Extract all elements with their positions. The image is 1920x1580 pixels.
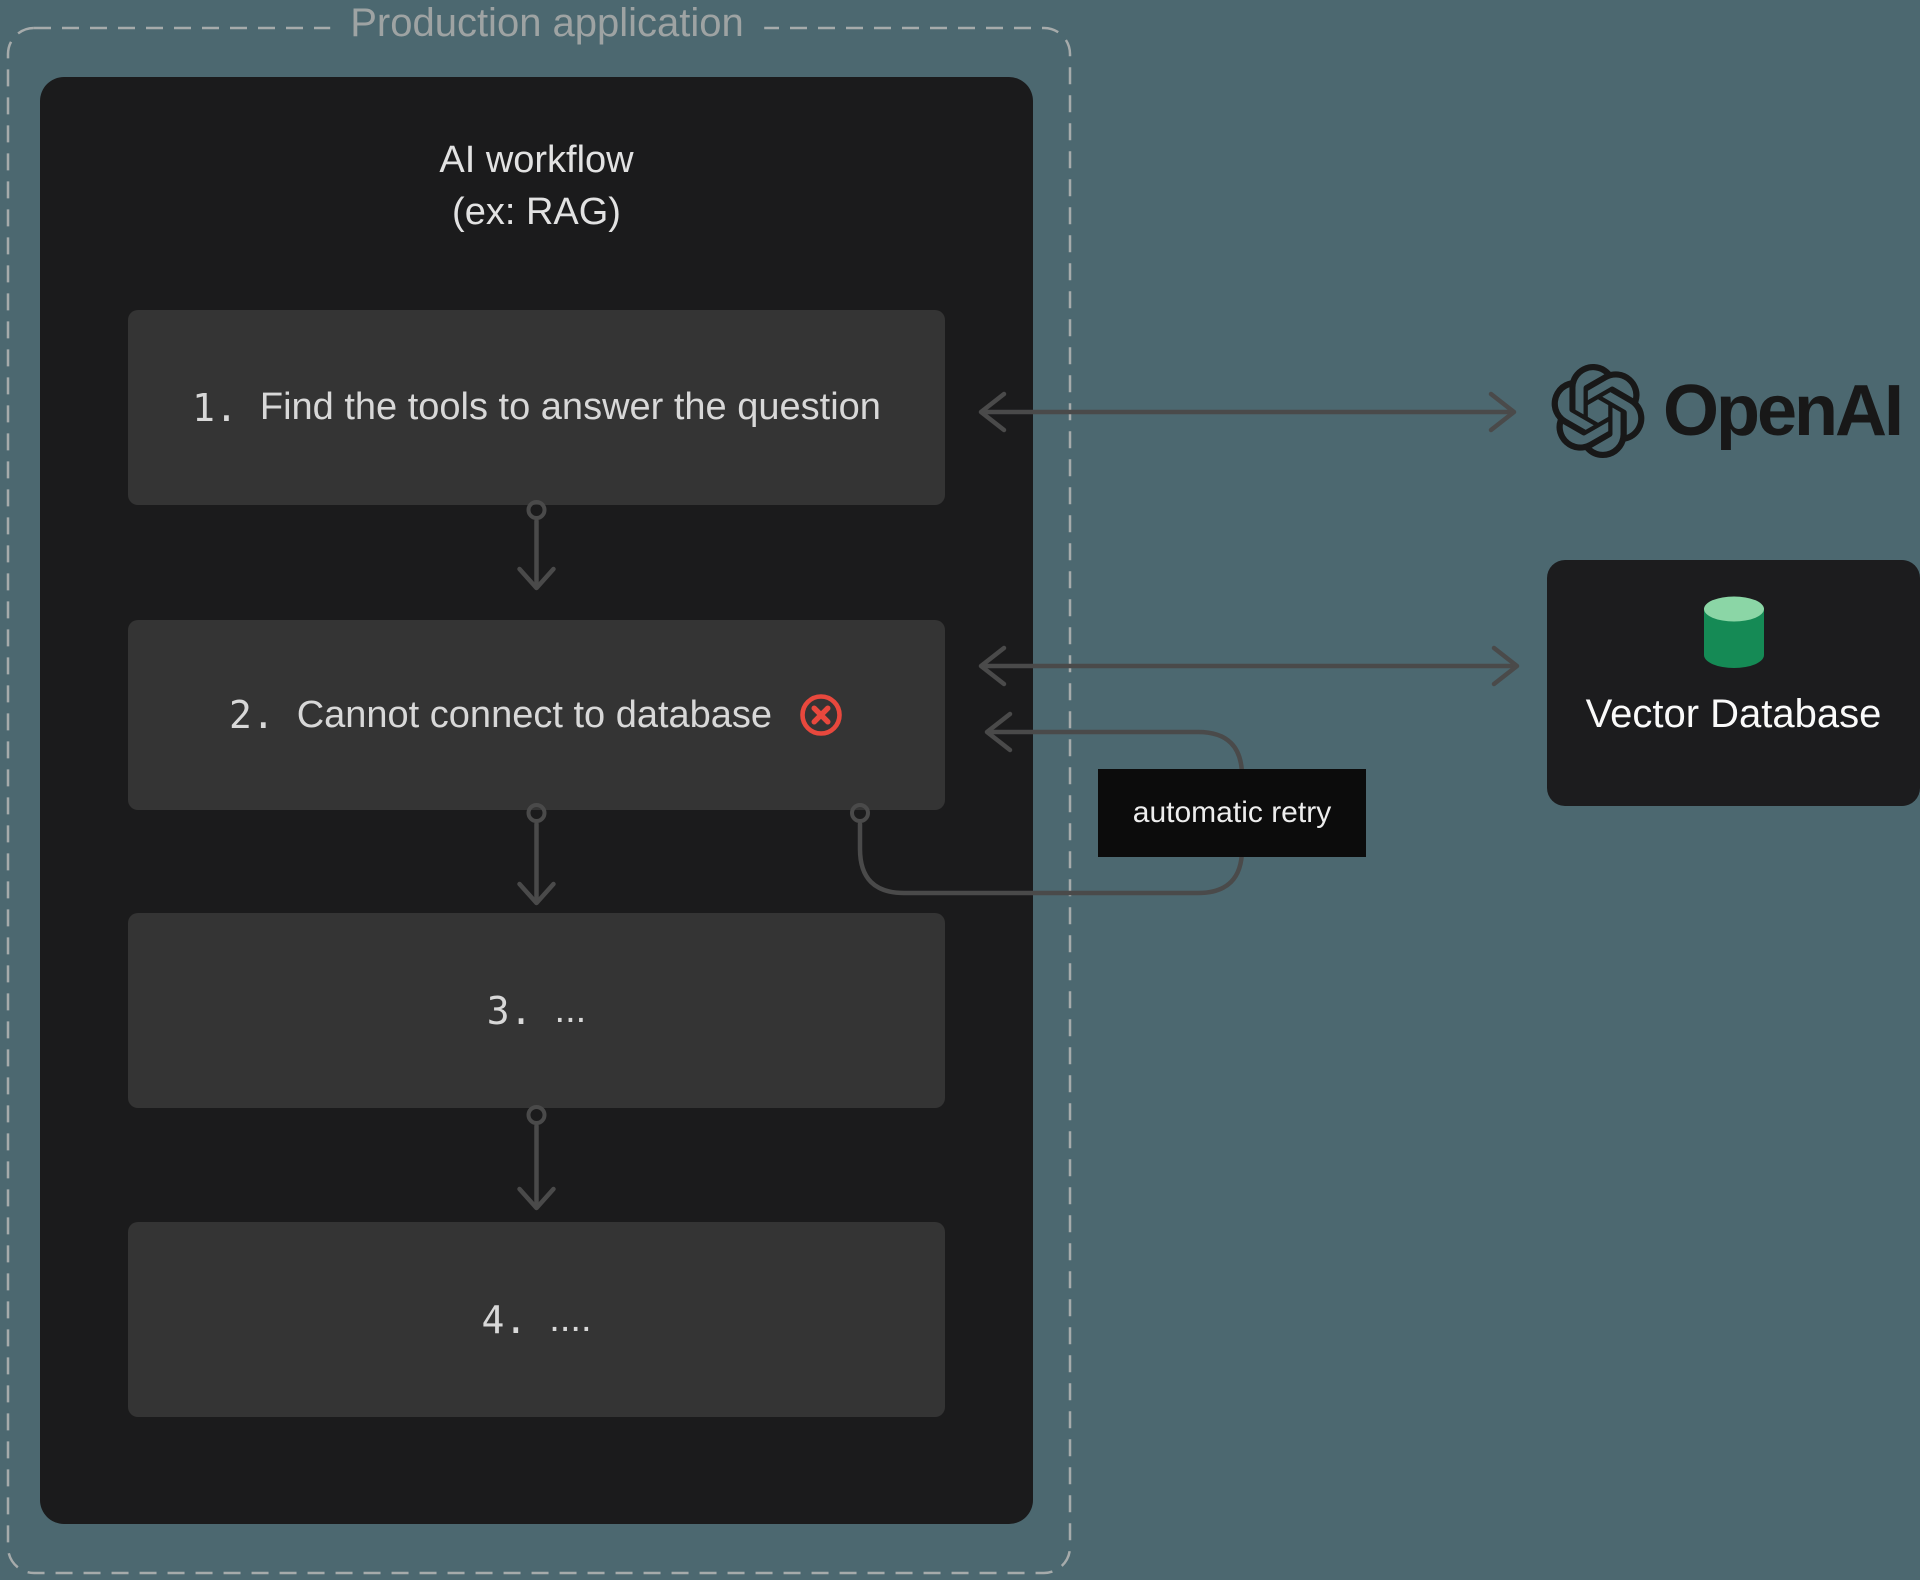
step-4-number: 4.	[481, 1297, 528, 1342]
step-2-number: 2.	[228, 693, 275, 737]
production-application-label: Production application	[330, 0, 764, 46]
bidirectional-arrow-vectordb	[978, 645, 1520, 687]
workflow-step-2: 2. Cannot connect to database	[128, 620, 945, 810]
openai-mark-icon	[1551, 364, 1645, 458]
openai-logo: OpenAI	[1551, 363, 1904, 459]
step-2-text: Cannot connect to database	[296, 693, 773, 736]
step-1-text: Find the tools to answer the question	[259, 386, 881, 428]
workflow-step-1: 1. Find the tools to answer the question	[128, 310, 945, 505]
automatic-retry-label: automatic retry	[1098, 769, 1366, 857]
workflow-step-4: 4. ....	[128, 1222, 945, 1417]
step-3-number: 3.	[486, 988, 533, 1033]
step-1-number: 1.	[192, 385, 238, 430]
step-4-text: ....	[549, 1298, 592, 1340]
error-circle-x-icon	[800, 694, 842, 736]
ai-workflow-title: AI workflow (ex: RAG)	[40, 134, 1033, 238]
step-3-text: ...	[554, 989, 587, 1031]
database-cylinder-icon	[1703, 596, 1764, 668]
bidirectional-arrow-openai	[978, 391, 1517, 433]
workflow-step-3: 3. ...	[128, 913, 945, 1108]
ai-workflow-title-line1: AI workflow	[439, 139, 634, 181]
ai-workflow-title-line2: (ex: RAG)	[452, 191, 621, 233]
openai-wordmark: OpenAI	[1663, 371, 1904, 451]
vector-database-label: Vector Database	[1585, 692, 1882, 736]
vector-database-card: Vector Database	[1547, 560, 1920, 806]
